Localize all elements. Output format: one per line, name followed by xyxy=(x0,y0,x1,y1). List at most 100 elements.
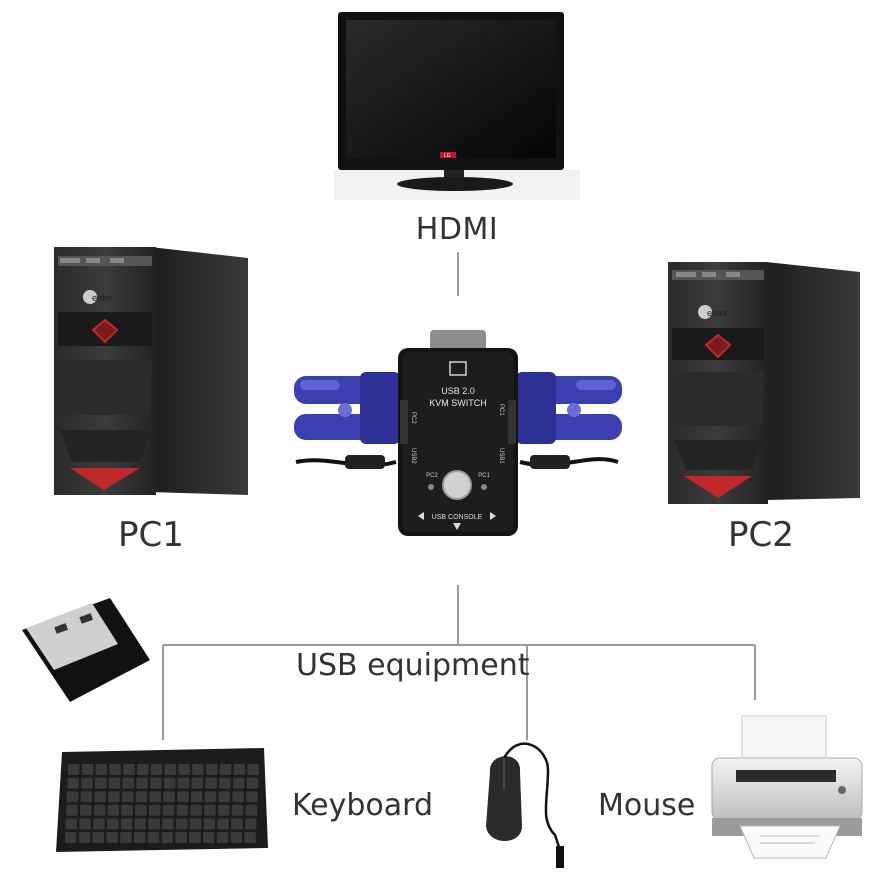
keyboard-key xyxy=(106,832,118,843)
keyboard-key xyxy=(95,777,107,789)
keyboard-key xyxy=(107,818,119,830)
keyboard-key xyxy=(121,804,133,816)
keyboard-key xyxy=(164,777,176,789)
keyboard-key xyxy=(108,777,121,789)
keyboard-key xyxy=(81,764,94,775)
keyboard-key xyxy=(177,791,189,803)
keyboard-key xyxy=(137,764,149,775)
keyboard-key xyxy=(191,777,204,789)
usb-equipment-label: USB equipment xyxy=(296,648,530,683)
keyboard-key xyxy=(219,764,232,775)
lg-logo-icon xyxy=(440,152,456,158)
hdmi-label: HDMI xyxy=(415,212,499,247)
keyboard-key xyxy=(123,764,135,775)
keyboard-key xyxy=(192,764,204,775)
kvm-led-pc2-label: PC2 xyxy=(426,473,438,479)
kvm-title-line1: USB 2.0 xyxy=(441,386,475,396)
keyboard-key xyxy=(80,791,93,803)
keyboard-key xyxy=(231,818,243,830)
keyboard-key xyxy=(244,832,256,843)
usb-dongle-icon xyxy=(22,598,150,702)
keyboard-key xyxy=(164,764,177,775)
keyboard-key xyxy=(147,832,160,843)
keyboard-key xyxy=(66,791,79,803)
pc1-brand-text: enter xyxy=(92,293,113,303)
keyboard-keys xyxy=(65,764,259,843)
keyboard-key xyxy=(205,777,217,789)
keyboard-key xyxy=(134,818,147,830)
keyboard-key xyxy=(177,777,190,789)
keyboard-key xyxy=(65,832,77,843)
arrow-left-icon xyxy=(418,512,424,520)
keyboard-key xyxy=(231,804,244,816)
keyboard-key xyxy=(81,777,93,789)
keyboard-key xyxy=(80,804,92,816)
monitor-port-icon xyxy=(449,361,467,376)
keyboard-key xyxy=(120,832,132,843)
keyboard-key xyxy=(162,818,174,830)
keyboard-key xyxy=(218,804,230,816)
keyboard-key xyxy=(176,804,189,816)
pc2-tower-icon xyxy=(668,262,860,504)
keyboard-key xyxy=(67,777,79,789)
keyboard-key xyxy=(78,832,91,843)
keyboard-key xyxy=(206,764,218,775)
keyboard-key xyxy=(175,832,187,843)
keyboard-key xyxy=(149,791,162,803)
arrow-down-icon xyxy=(453,523,461,530)
kvm-switch-icon xyxy=(398,330,518,536)
keyboard-key xyxy=(219,777,231,789)
keyboard-key xyxy=(218,791,231,803)
keyboard-key xyxy=(79,818,91,830)
connector-lines xyxy=(162,252,756,740)
keyboard-key xyxy=(176,818,188,830)
keyboard-key xyxy=(120,818,133,830)
keyboard-key xyxy=(122,777,135,789)
kvm-title-line2: KVM SWITCH xyxy=(429,398,487,408)
keyboard-key xyxy=(233,764,246,775)
kvm-usb1-label: USB1 xyxy=(498,448,504,464)
kvm-led-pc1-label: PC1 xyxy=(478,473,490,479)
keyboard-key xyxy=(247,764,259,775)
keyboard-key xyxy=(203,818,216,830)
keyboard-key xyxy=(204,791,217,803)
keyboard-key xyxy=(232,791,244,803)
keyboard-key xyxy=(68,764,80,775)
keyboard-key xyxy=(246,791,258,803)
keyboard-key xyxy=(148,818,160,830)
vga-cable-left-icon xyxy=(294,372,404,469)
pc1-tower-icon xyxy=(54,247,248,495)
keyboard-key xyxy=(163,791,175,803)
keyboard-label: Keyboard xyxy=(292,788,434,823)
keyboard-key xyxy=(161,832,174,843)
monitor-brand-text: LG xyxy=(444,153,451,159)
keyboard-key xyxy=(190,804,202,816)
keyboard-key xyxy=(216,832,229,843)
mouse-label: Mouse xyxy=(598,788,696,823)
keyboard-key xyxy=(92,832,105,843)
keyboard-key xyxy=(135,791,148,803)
keyboard-key xyxy=(217,818,229,830)
keyboard-key xyxy=(203,832,215,843)
kvm-port-pc2-label: PC2 xyxy=(410,412,416,424)
keyboard-key xyxy=(149,804,161,816)
keyboard-key xyxy=(65,818,78,830)
keyboard-key xyxy=(66,804,78,816)
arrow-right-icon xyxy=(490,512,496,520)
keyboard-key xyxy=(108,791,120,803)
printer-icon xyxy=(711,715,863,859)
keyboard-key xyxy=(122,791,134,803)
keyboard-key xyxy=(191,791,203,803)
keyboard-icon xyxy=(56,748,268,852)
keyboard-key xyxy=(93,804,106,816)
kvm-console-label: USB CONSOLE xyxy=(432,514,483,521)
keyboard-key xyxy=(94,791,106,803)
kvm-port-pc1-label: PC1 xyxy=(498,404,504,416)
keyboard-key xyxy=(136,777,148,789)
keyboard-key xyxy=(135,804,147,816)
pc2-label: PC2 xyxy=(728,515,794,555)
monitor-icon xyxy=(334,12,580,200)
keyboard-key xyxy=(109,764,121,775)
